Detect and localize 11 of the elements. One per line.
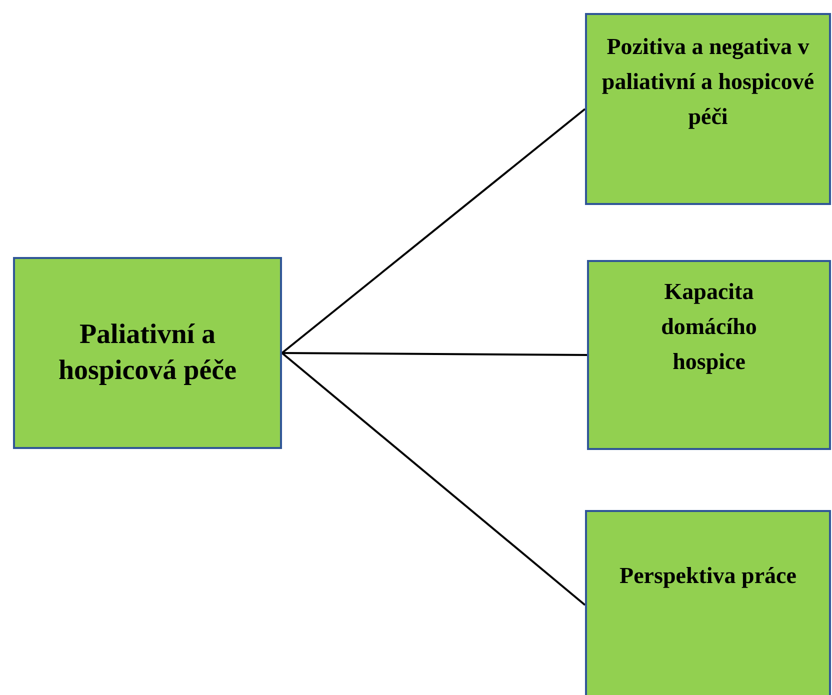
connector-line (281, 352, 586, 606)
topic-text: Pozitiva a negativa v paliativní a hospicové péči (600, 33, 816, 131)
topic-box (585, 510, 831, 695)
topic-box (587, 260, 831, 450)
topic-box (585, 13, 831, 205)
topic-text: Kapacita domácího hospice (660, 278, 758, 376)
connector-line (281, 108, 586, 354)
topic-text: Perspektiva práce (620, 562, 796, 590)
connector-line (282, 352, 587, 356)
topic-text: Paliativní a hospicová péče (57, 318, 238, 388)
topic-box (13, 257, 282, 449)
